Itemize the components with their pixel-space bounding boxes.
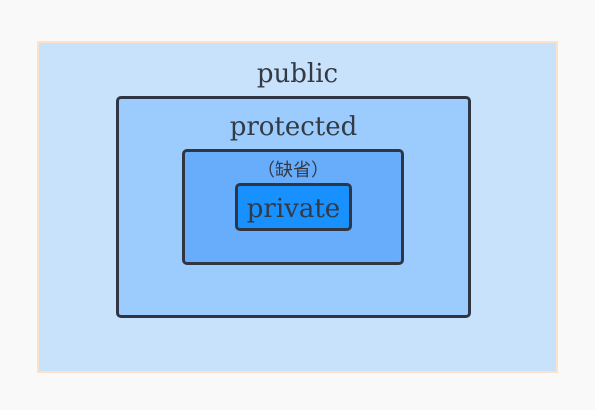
- private-scope-box: private: [235, 183, 352, 231]
- protected-label: protected: [229, 112, 358, 142]
- public-label: public: [256, 59, 339, 89]
- private-label: private: [246, 194, 341, 224]
- default-label: （缺省）: [257, 160, 329, 181]
